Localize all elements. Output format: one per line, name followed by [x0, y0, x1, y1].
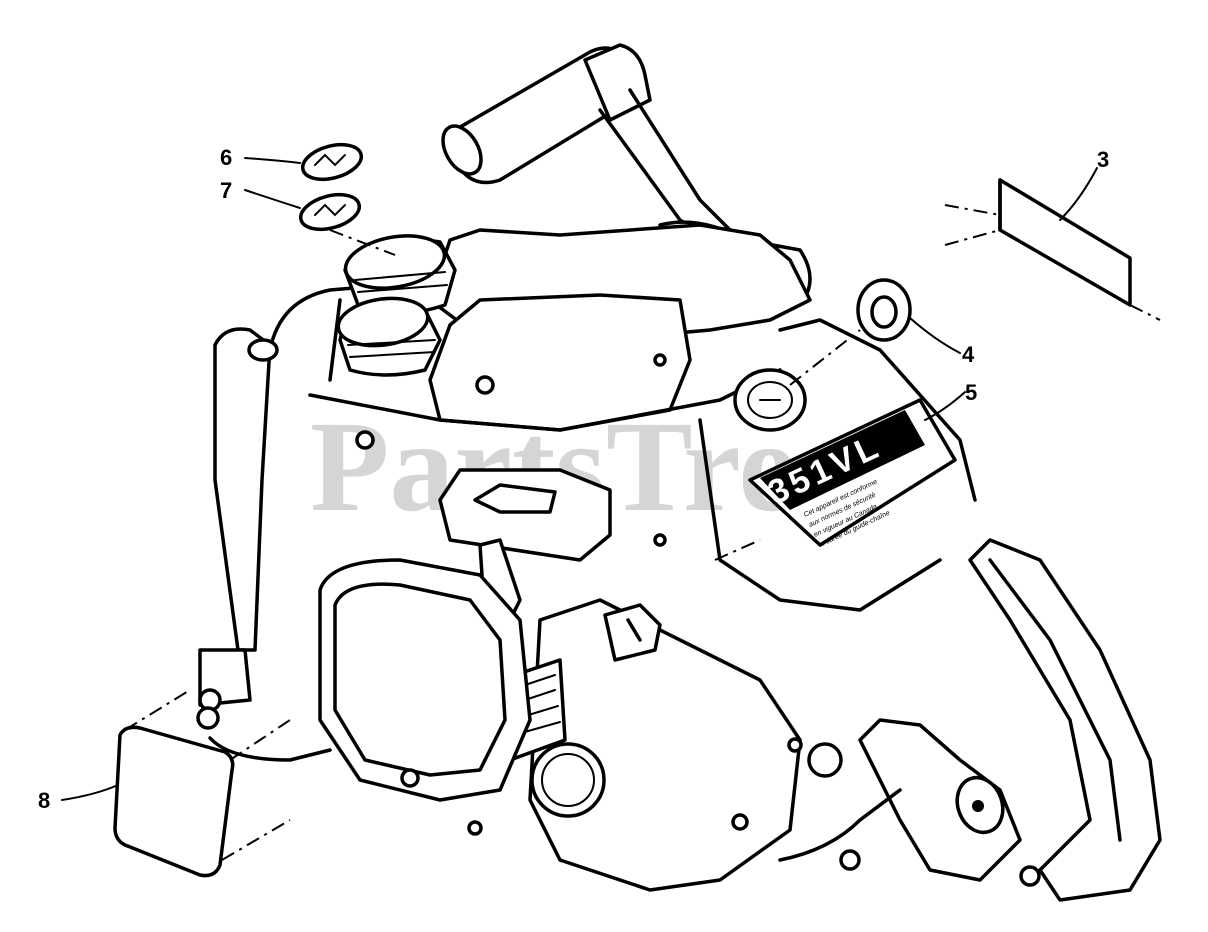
starter-housing [318, 558, 532, 836]
callout-3: 3 [1097, 147, 1109, 172]
callout-5: 5 [965, 380, 977, 405]
decal-7 [298, 192, 362, 232]
part-3-pad [944, 178, 1161, 321]
part-4-grommet [733, 278, 912, 432]
callout-leaders [61, 157, 1098, 801]
fuel-oil-caps [336, 234, 457, 377]
muffler-guard [778, 538, 1162, 902]
callout-7: 7 [220, 178, 232, 203]
engine-housing [238, 223, 977, 892]
callout-8: 8 [38, 788, 50, 813]
cap-decals [298, 142, 396, 256]
fuel-tube [196, 327, 332, 762]
part-8-gasket [113, 689, 291, 878]
callout-6: 6 [220, 145, 232, 170]
callout-4: 4 [962, 342, 975, 367]
